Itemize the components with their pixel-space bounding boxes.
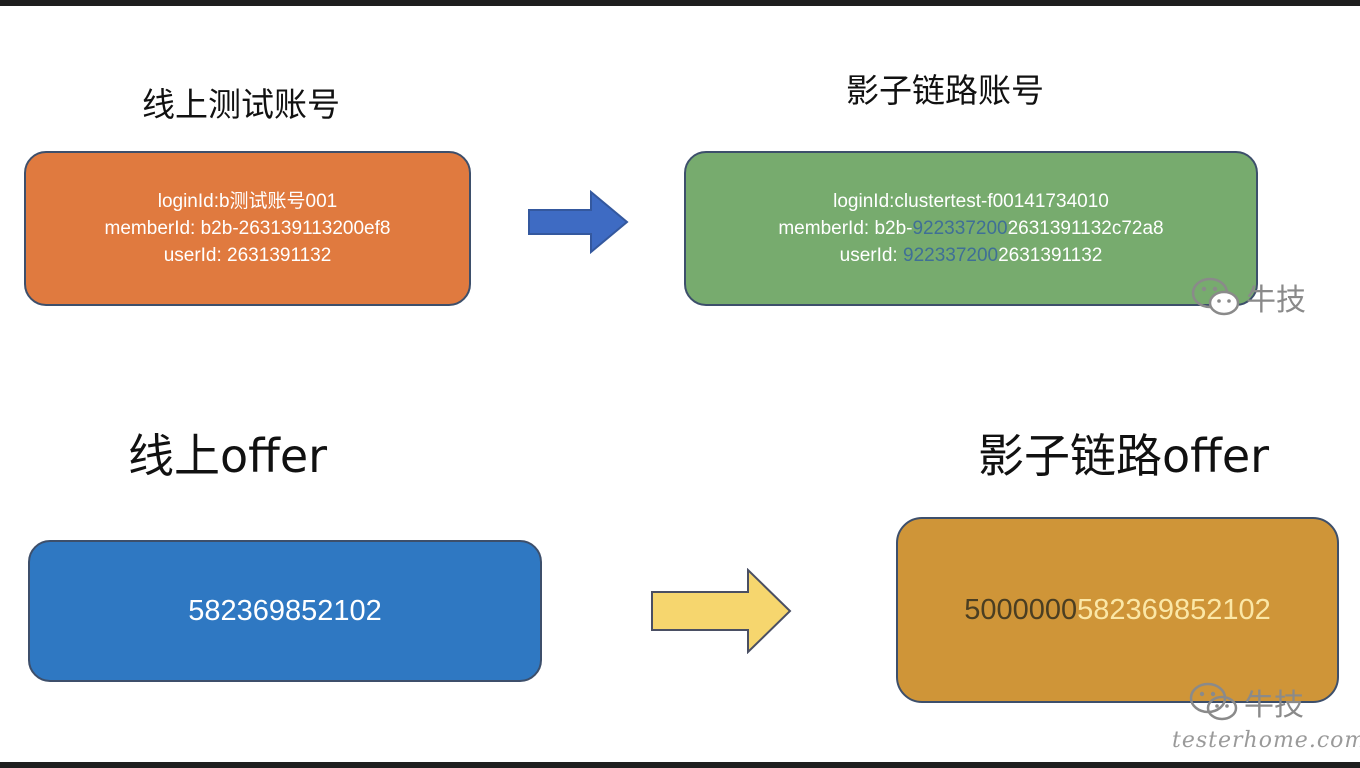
shadow-account-box: loginId:clustertest-f00141734010 memberI…: [684, 151, 1258, 306]
shadow-member-id-prefix: memberId: b2b-: [778, 218, 913, 239]
shadow-login-id: loginId:clustertest-f00141734010: [833, 191, 1109, 212]
watermark-brand: 牛技: [1246, 283, 1306, 318]
shadow-member-id: memberId: b2b-9223372002631391132c72a8: [778, 215, 1163, 242]
online-offer-id: 582369852102: [188, 594, 382, 627]
online-account-title: 线上测试账号: [142, 85, 340, 124]
online-offer-title: 线上offer: [128, 429, 328, 483]
bottom-border: [0, 762, 1360, 768]
shadow-member-id-highlight: 922337200: [912, 218, 1008, 239]
online-offer-box: 582369852102: [28, 540, 542, 682]
online-member-id: memberId: b2b-263139113200ef8: [104, 218, 391, 239]
shadow-account-title: 影子链路账号: [846, 71, 1044, 110]
shadow-user-id-highlight: 922337200: [903, 245, 999, 266]
watermark-top: 牛技: [1190, 275, 1306, 319]
shadow-user-id-prefix: userId:: [839, 245, 903, 266]
right-arrow-icon: [651, 568, 792, 654]
watermark-url: testerhome.com: [1172, 728, 1360, 753]
shadow-user-id: userId: 9223372002631391132: [840, 242, 1103, 269]
wechat-icon: [1189, 682, 1238, 721]
shadow-member-id-suffix: 2631391132c72a8: [1007, 218, 1164, 239]
online-login-id: loginId:b测试账号001: [157, 191, 338, 212]
online-user-id: userId: 2631391132: [163, 245, 332, 266]
shadow-user-id-suffix: 2631391132: [998, 245, 1103, 266]
watermark-bottom: 牛技: [1188, 680, 1304, 724]
shadow-offer-title: 影子链路offer: [978, 429, 1270, 483]
top-border: [0, 0, 1360, 6]
shadow-offer-id: 5000000582369852102: [964, 594, 1270, 627]
shadow-offer-value: 582369852102: [1077, 593, 1271, 626]
right-arrow-icon: [528, 190, 629, 254]
shadow-offer-prefix: 5000000: [964, 593, 1078, 626]
shadow-offer-box: 5000000582369852102: [896, 517, 1339, 703]
watermark-brand: 牛技: [1244, 688, 1304, 723]
wechat-icon: [1191, 277, 1240, 316]
online-account-box: loginId:b测试账号001 memberId: b2b-263139113…: [24, 151, 471, 306]
